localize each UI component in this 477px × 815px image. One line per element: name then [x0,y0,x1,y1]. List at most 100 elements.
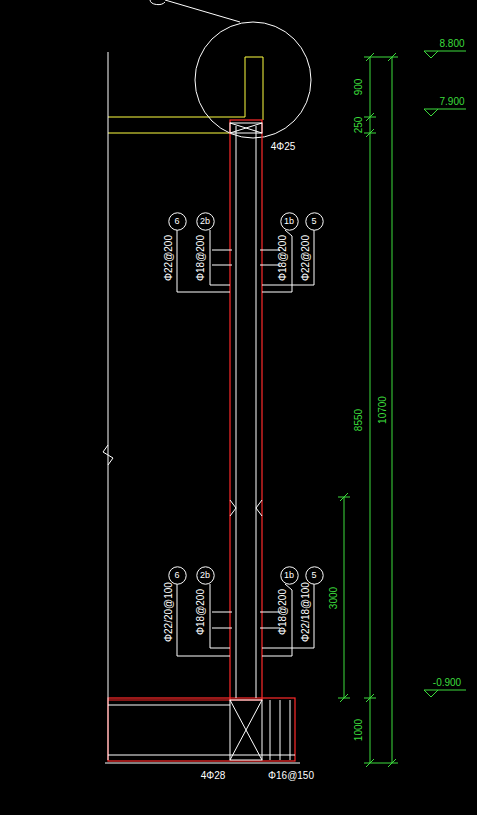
wall-bars [270,700,271,760]
callout-circle: 2b [196,212,215,231]
callout-outline [168,212,185,229]
dimension-text: 3000 [329,587,339,609]
rebar-note: Φ16@150 [268,771,314,781]
wall-bars [230,123,262,133]
callout-number: 5 [311,571,316,580]
dimension-text: 8550 [354,409,364,431]
dimension-lines [344,497,345,698]
elevation-marks [424,690,466,697]
dimension-lines [340,53,396,767]
wall-outline [108,698,295,761]
elevation-marks [424,109,466,116]
dimension-text: 900 [354,79,364,96]
dimension-lines [338,57,398,763]
callout-outline [305,566,322,583]
callout-circle: 5 [305,566,324,585]
wall-bars [103,52,300,763]
wall-outline [230,120,262,700]
callout-outline [196,212,213,229]
slab-and-column [108,117,245,118]
dimension-text: 10700 [378,396,388,424]
callout-circle: 6 [168,566,187,585]
wall-bars [236,126,237,698]
elevation-marks [424,51,466,697]
callout-number: 2b [200,571,210,580]
elevation-text: -0.900 [433,678,461,688]
callout-number: 1b [284,571,294,580]
slab-and-column [245,57,263,120]
wall-bars [280,700,281,760]
callout-number: 6 [174,571,179,580]
callout-circle: 5 [305,212,324,231]
rebar-leaders [212,265,232,266]
callout-number: 1b [284,217,294,226]
detail-circle [150,0,165,5]
rebar-leaders [260,250,280,251]
callout-circle: 6 [168,212,187,231]
callout-number: 2b [200,217,210,226]
wall-bars [230,700,262,760]
rebar-leaders [177,230,230,292]
rebar-spec: Φ22/20@100 [164,582,174,642]
wall-bars [230,123,262,133]
wall-bars [230,500,262,516]
rebar-spec: Φ22/18@100 [301,582,311,642]
callout-circle: 1b [280,566,299,585]
wall-bars [230,700,262,760]
callout-number: 6 [174,217,179,226]
detail-circle [165,0,240,22]
wall-bars [105,763,300,764]
slab-and-column [108,133,230,134]
callout-outline [280,566,297,583]
wall-bars [103,445,113,465]
wall-bars [108,52,109,760]
rebar-leaders [210,230,230,285]
rebar-note: 4Φ28 [201,771,226,781]
wall-bars [290,700,291,760]
rebar-spec: Φ18@200 [278,235,288,281]
rebar-leaders [262,230,292,292]
rebar-spec: Φ22@200 [164,235,174,281]
rebar-leaders [260,628,280,629]
dimension-lines [392,57,393,763]
dimension-text: 1000 [354,719,364,741]
rebar-leaders [212,628,232,629]
elevation-text: 8.800 [439,39,464,49]
rebar-leaders [260,265,280,266]
dimension-lines [338,53,398,767]
callout-circle: 1b [280,212,299,231]
callout-number: 5 [311,217,316,226]
wall-bars [230,123,262,133]
wall-bars [108,705,230,706]
rebar-leaders [262,584,292,656]
wall-bars [108,755,295,756]
rebar-leaders [260,612,280,613]
callout-outline [196,566,213,583]
elevation-text: 7.900 [439,97,464,107]
callout-outline [280,212,297,229]
elevation-marks [424,51,466,58]
rebar-leaders [212,250,232,251]
rebar-leaders [262,230,314,285]
wall-outline [108,699,230,700]
slab-and-column [108,57,263,133]
rebar-spec: Φ22@200 [301,235,311,281]
dimension-text: 250 [354,117,364,134]
rebar-spec: Φ18@200 [196,589,206,635]
wall-outline [108,120,295,761]
wall-bars [230,700,262,760]
callout-outline [305,212,322,229]
rebar-leaders [210,584,230,648]
rebar-leaders [177,230,314,656]
rebar-spec: Φ18@200 [196,235,206,281]
callout-circle: 2b [196,566,215,585]
wall-bars [256,126,257,698]
rebar-note: 4Φ25 [271,142,296,152]
callout-outline [168,566,185,583]
rebar-spec: Φ18@200 [278,589,288,635]
rebar-leaders [212,612,232,613]
dimension-lines [370,57,371,763]
detail-circle [150,0,311,138]
rebar-leaders [177,584,230,656]
